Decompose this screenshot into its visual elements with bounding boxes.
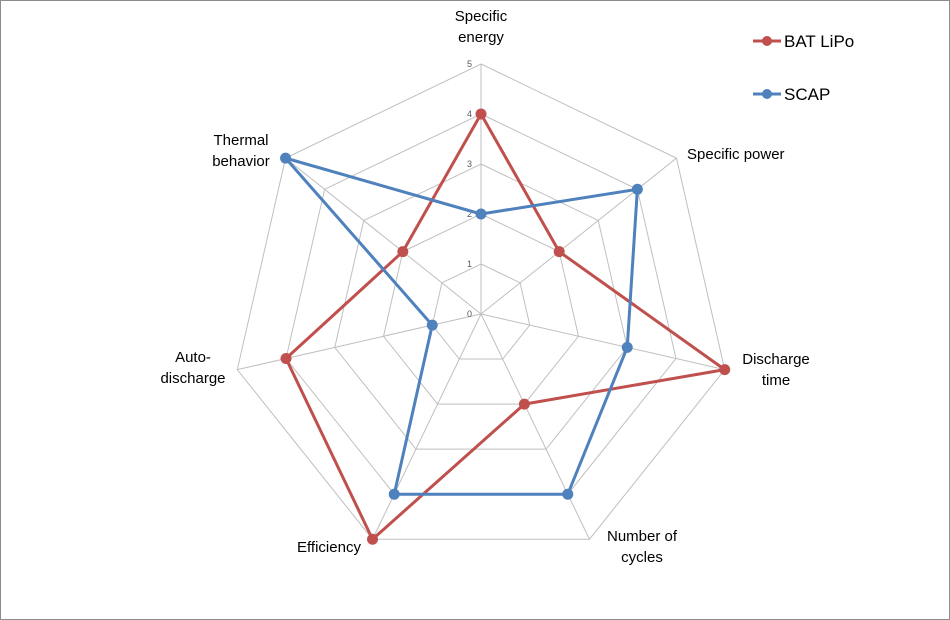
- data-point: [518, 398, 530, 410]
- data-point: [475, 208, 487, 220]
- data-series: [280, 108, 731, 545]
- legend-label: BAT LiPo: [784, 32, 854, 51]
- data-point: [426, 319, 438, 331]
- legend-label: SCAP: [784, 85, 830, 104]
- grid-spoke-4: [372, 313, 482, 540]
- data-point: [621, 341, 633, 353]
- tick-label: 0: [467, 309, 472, 319]
- data-point: [280, 353, 292, 365]
- radar-grid: [236, 63, 726, 540]
- data-point: [280, 152, 292, 164]
- series-0: [280, 108, 731, 545]
- series-1: [280, 152, 643, 500]
- data-point: [388, 488, 400, 500]
- data-point: [562, 488, 574, 500]
- series-line: [284, 156, 639, 496]
- axis-label: Auto-discharge: [160, 349, 225, 387]
- grid-spoke-2: [480, 313, 725, 371]
- grid-ring-1: [431, 263, 531, 360]
- grid-spoke-5: [237, 313, 482, 371]
- data-point: [719, 364, 731, 376]
- grid-ring-5: [236, 63, 726, 540]
- axis-label: Efficiency: [297, 539, 361, 556]
- grid-spoke-1: [480, 157, 677, 315]
- data-point: [397, 246, 409, 258]
- tick-label: 5: [467, 59, 472, 69]
- tick-label: 1: [467, 259, 472, 269]
- grid-spoke-3: [480, 313, 590, 540]
- data-point: [475, 108, 487, 120]
- tick-label: 3: [467, 159, 472, 169]
- data-point: [631, 183, 643, 195]
- grid-ring-2: [382, 213, 580, 405]
- legend-marker: [762, 36, 772, 46]
- data-point: [553, 246, 565, 258]
- data-point: [367, 533, 379, 545]
- radial-tick-labels: 0 1 2 3 4 5: [467, 59, 472, 319]
- grid-spoke-6: [285, 157, 482, 315]
- axis-label: Specific power: [687, 146, 785, 163]
- tick-label: 4: [467, 109, 472, 119]
- tick-label: 2: [467, 209, 472, 219]
- legend-marker: [762, 89, 772, 99]
